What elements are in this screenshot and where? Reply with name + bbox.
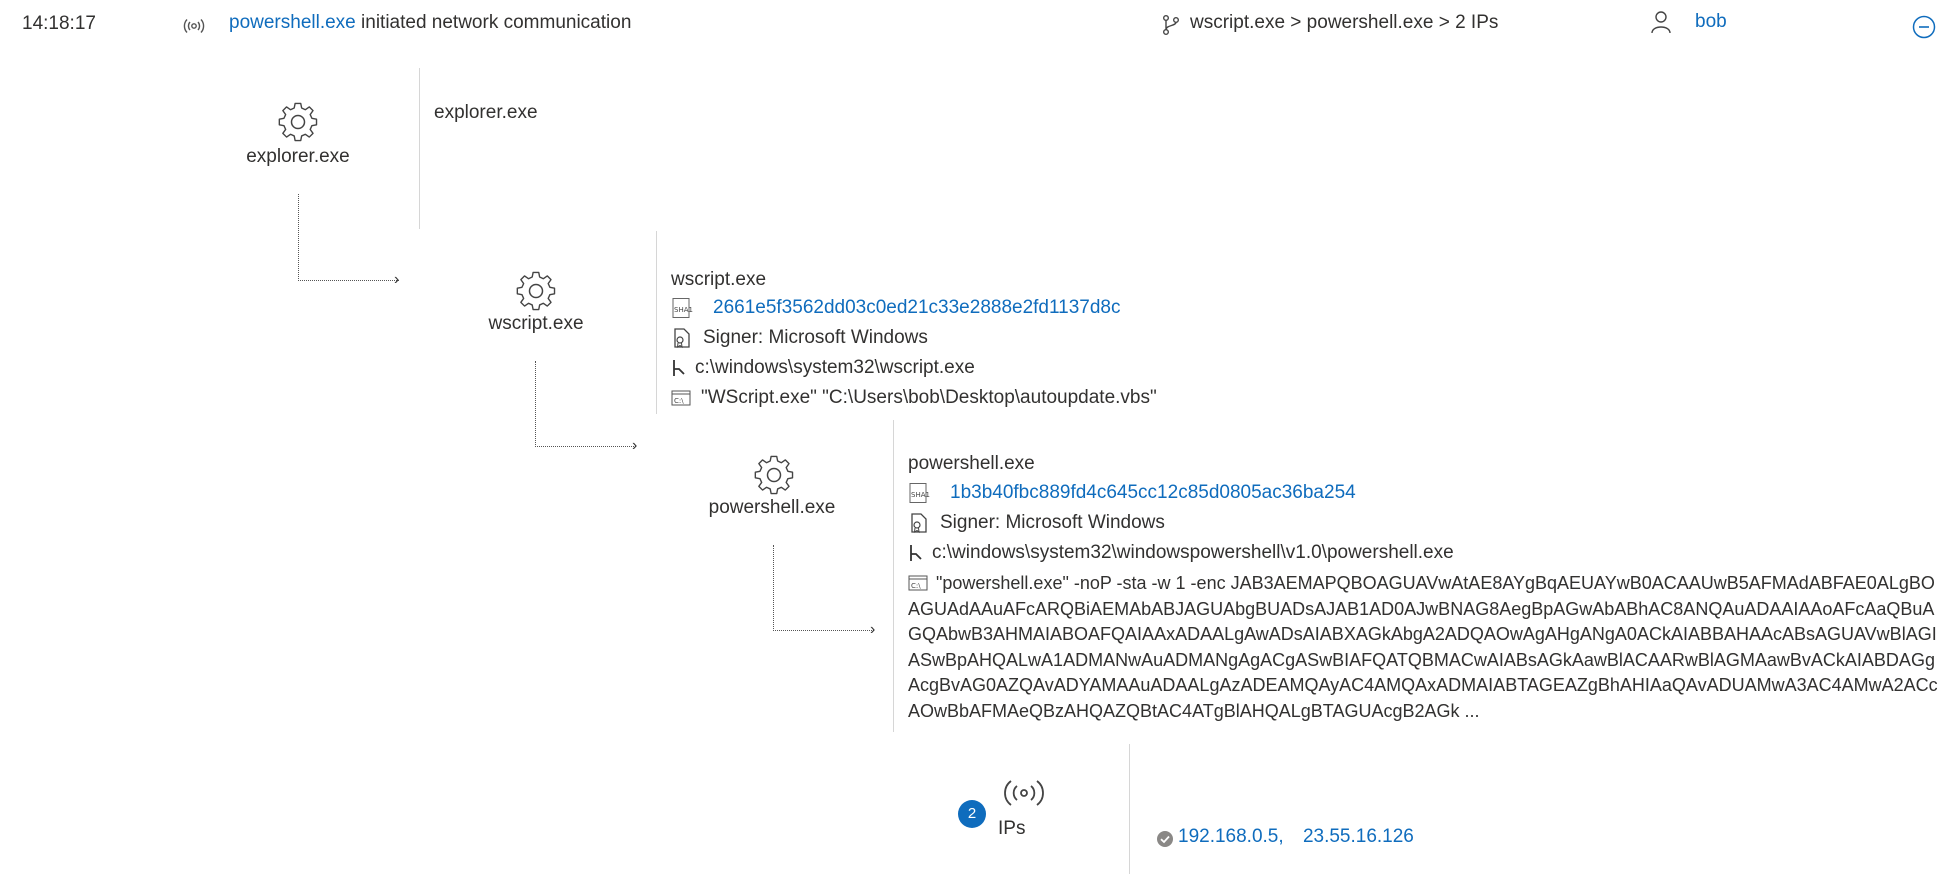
- svg-text:SHA1: SHA1: [911, 491, 930, 499]
- node-label-ips[interactable]: IPs: [998, 818, 1026, 839]
- node-label-powershell[interactable]: powershell.exe: [708, 497, 836, 518]
- gear-icon: [278, 102, 318, 142]
- event-time: 14:18:17: [22, 13, 96, 34]
- certificate-icon: [911, 513, 927, 534]
- certificate-icon: [674, 328, 690, 349]
- sha1-link[interactable]: 1b3b40fbc889fd4c645cc12c85d0805ac36ba254: [950, 482, 1356, 503]
- cmdline-text: "powershell.exe" -noP -sta -w 1 -enc JAB…: [908, 573, 1938, 721]
- detail-divider: [893, 420, 894, 732]
- signer-row: Signer: Microsoft Windows: [908, 511, 1165, 535]
- detail-divider: [656, 231, 657, 414]
- detail-divider: [419, 68, 420, 229]
- alert-description: initiated network communication: [355, 12, 632, 33]
- user-link[interactable]: bob: [1695, 11, 1727, 32]
- path-text: c:\windows\system32\windowspowershell\v1…: [932, 542, 1454, 563]
- gear-icon: [754, 455, 794, 495]
- branch-icon: [1163, 15, 1179, 36]
- tree-connector: [298, 194, 399, 281]
- network-broadcast-icon: [183, 19, 205, 33]
- svg-text:C:\: C:\: [674, 397, 684, 405]
- check-circle-icon: [1157, 831, 1173, 847]
- ip-link[interactable]: 23.55.16.126: [1302, 826, 1414, 847]
- person-icon: [1651, 11, 1671, 34]
- signer-text: Signer: Microsoft Windows: [703, 327, 928, 348]
- signer-text: Signer: Microsoft Windows: [940, 512, 1165, 533]
- cmdline-row: C:\ "WScript.exe" "C:\Users\bob\Desktop\…: [671, 386, 1157, 410]
- network-broadcast-icon: [1004, 780, 1044, 806]
- process-name-powershell: powershell.exe: [908, 453, 1035, 474]
- sha1-link[interactable]: 2661e5f3562dd03c0ed21c33e2888e2fd1137d8c: [713, 297, 1121, 318]
- sha1-icon: SHA1: [909, 483, 930, 503]
- minus-circle-icon[interactable]: [1911, 14, 1937, 40]
- node-label-explorer[interactable]: explorer.exe: [246, 146, 350, 167]
- connector-arrow-icon: ›: [394, 271, 400, 288]
- process-name-wscript: wscript.exe: [671, 269, 767, 290]
- cmdline-text: "WScript.exe" "C:\Users\bob\Desktop\auto…: [701, 387, 1157, 408]
- gear-icon: [516, 271, 556, 311]
- ip-link[interactable]: 192.168.0.5,: [1178, 826, 1284, 847]
- path-row: c:\windows\system32\windowspowershell\v1…: [908, 541, 1454, 565]
- console-icon: C:\: [671, 390, 691, 406]
- connector-arrow-icon: ›: [870, 621, 876, 638]
- process-chain-summary: wscript.exe > powershell.exe > 2 IPs: [1190, 12, 1499, 33]
- alert-title: powershell.exe initiated network communi…: [229, 12, 631, 34]
- node-label-wscript[interactable]: wscript.exe: [488, 313, 584, 334]
- ip-address-list: 192.168.0.5, 23.55.16.126: [1178, 826, 1414, 848]
- sha1-row: SHA1 2661e5f3562dd03c0ed21c33e2888e2fd11…: [671, 296, 1121, 320]
- svg-text:SHA1: SHA1: [674, 306, 693, 314]
- alert-process-link[interactable]: powershell.exe: [229, 12, 356, 33]
- tree-connector: [535, 361, 636, 447]
- path-icon: [910, 545, 922, 561]
- path-icon: [673, 360, 685, 376]
- ip-count-badge: 2: [958, 800, 986, 828]
- tree-connector: [773, 545, 874, 631]
- sha1-row: SHA1 1b3b40fbc889fd4c645cc12c85d0805ac36…: [908, 481, 1356, 505]
- console-icon: C:\: [908, 575, 928, 591]
- signer-row: Signer: Microsoft Windows: [671, 326, 928, 350]
- connector-arrow-icon: ›: [632, 437, 638, 454]
- svg-text:C:\: C:\: [911, 582, 921, 590]
- path-text: c:\windows\system32\wscript.exe: [695, 357, 975, 378]
- detail-divider: [1129, 744, 1130, 874]
- process-name-explorer: explorer.exe: [434, 102, 538, 123]
- sha1-icon: SHA1: [672, 298, 693, 318]
- path-row: c:\windows\system32\wscript.exe: [671, 356, 975, 380]
